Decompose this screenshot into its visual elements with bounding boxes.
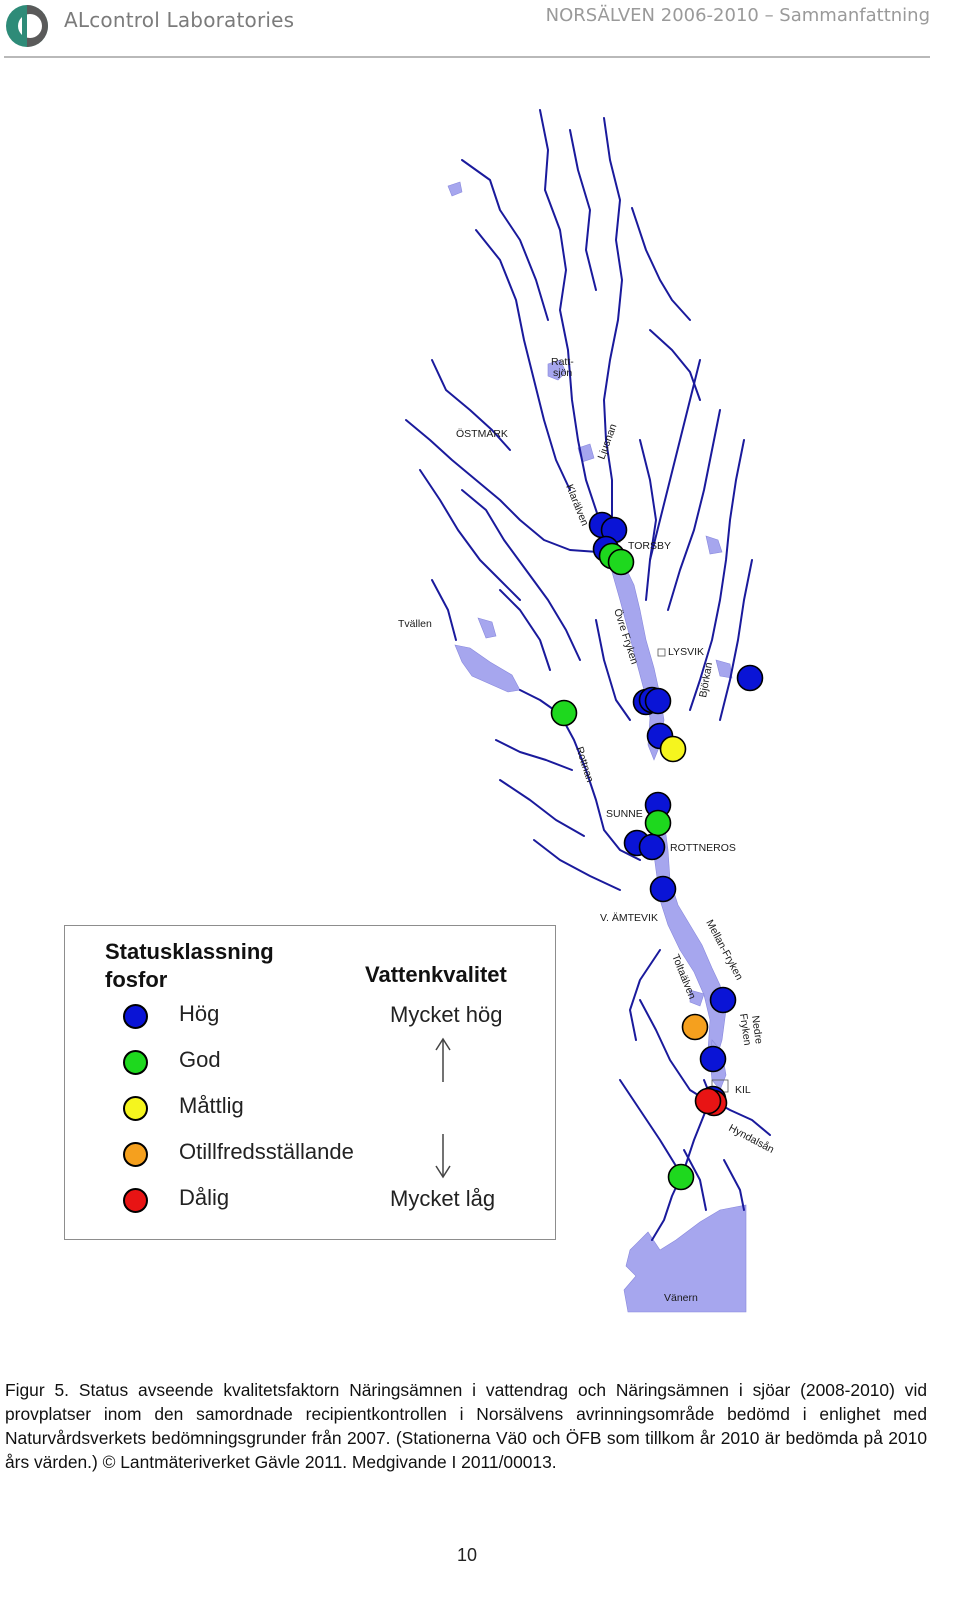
station-marker-god — [644, 809, 672, 837]
legend-dot-otillfredsstallande — [123, 1142, 148, 1167]
legend-dot-god — [123, 1050, 148, 1075]
legend-row-dalig: Dålig — [65, 1183, 555, 1223]
station-markers — [550, 511, 764, 1191]
legend-label-dalig: Dålig — [179, 1185, 230, 1210]
label-ljusnan: Ljusnan — [596, 422, 620, 461]
water-bodies — [447, 181, 747, 1313]
label-torsby: TORSBY — [628, 540, 671, 552]
document-title: NORSÄLVEN 2006-2010 – Sammanfattning — [545, 5, 930, 26]
station-marker-hog — [649, 875, 677, 903]
station-marker-god — [607, 548, 635, 576]
station-marker-hog — [699, 1045, 727, 1073]
label-rattsjon-2: sjön — [553, 367, 572, 379]
label-ostmark: ÖSTMARK — [456, 428, 508, 440]
legend-subtitle: Vattenkvalitet — [365, 962, 507, 987]
quality-low-label: Mycket låg — [390, 1186, 496, 1211]
arrow-up-icon — [435, 1037, 451, 1082]
station-marker-mattlig — [659, 735, 687, 763]
river-map: Ratt- sjön ÖSTMARK Ljusnan Klarälven TOR… — [398, 109, 777, 1313]
label-rottneros: ROTTNEROS — [670, 842, 736, 854]
legend-label-hog: Hög — [179, 1001, 220, 1026]
legend-dot-dalig — [123, 1188, 148, 1213]
legend-dot-mattlig — [123, 1096, 148, 1121]
legend-row-otillfredsstallande: Otillfredsställande — [65, 1137, 555, 1177]
station-marker-otillfredsstallande — [681, 1013, 709, 1041]
figure-caption: Figur 5. Status avseende kvalitetsfaktor… — [5, 1380, 927, 1472]
label-amtevik: V. ÄMTEVIK — [600, 912, 658, 924]
station-marker-hog — [736, 664, 764, 692]
label-tvallen: Tvällen — [398, 618, 432, 630]
label-bjorkan: Björkan — [697, 661, 715, 698]
arrow-down-icon — [435, 1134, 451, 1179]
legend-dot-hog — [123, 1004, 148, 1029]
rivers — [405, 109, 771, 1241]
station-marker-hog — [709, 986, 737, 1014]
legend-label-god: God — [179, 1047, 221, 1072]
legend-label-mattlig: Måttlig — [179, 1093, 244, 1118]
label-klaralven: Klarälven — [563, 483, 591, 528]
legend-title: Statusklassning fosfor — [105, 939, 274, 992]
label-kil: KIL — [735, 1084, 751, 1096]
label-rattsjon-1: Ratt- — [551, 356, 574, 368]
quality-high-label: Mycket hög — [390, 1002, 503, 1027]
header-divider — [4, 56, 930, 58]
page-header: ALcontrol Laboratories NORSÄLVEN 2006-20… — [0, 0, 960, 60]
label-hyndalsan: Hyndalsån — [727, 1122, 777, 1156]
station-marker-god — [667, 1163, 695, 1191]
legend-label-otillfredsstallande: Otillfredsställande — [179, 1139, 354, 1164]
lysvik-marker — [657, 648, 666, 657]
label-vanern: Vänern — [664, 1292, 698, 1304]
station-marker-hog — [638, 833, 666, 861]
station-marker-god — [550, 699, 578, 727]
company-name: ALcontrol Laboratories — [64, 8, 295, 32]
legend-row-mattlig: Måttlig — [65, 1091, 555, 1131]
legend-row-hog: Hög — [65, 999, 555, 1039]
legend-row-god: God — [65, 1045, 555, 1085]
label-nedre-fryken-2: Fryken — [737, 1013, 753, 1047]
legend: Statusklassning fosfor Vattenkvalitet Hö… — [64, 925, 556, 1240]
label-sunne: SUNNE — [606, 808, 643, 820]
page-number: 10 — [456, 1545, 478, 1565]
alcontrol-logo-icon — [6, 5, 48, 47]
label-rottnan: Rottnan — [573, 745, 596, 784]
station-marker-dalig — [694, 1087, 722, 1115]
station-marker-hog — [644, 687, 672, 715]
label-nedre-fryken-1: Nedre — [749, 1015, 765, 1045]
label-lysvik: LYSVIK — [668, 646, 704, 658]
